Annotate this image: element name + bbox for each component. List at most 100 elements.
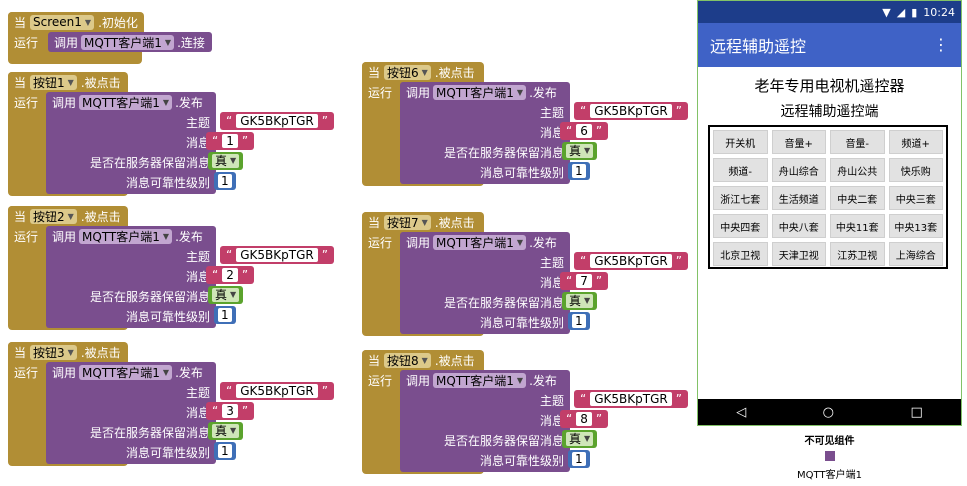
retain-dropdown[interactable]: 真▼: [566, 294, 594, 308]
topic-value[interactable]: GK5BKpTGR: [590, 254, 672, 268]
retain-dropdown[interactable]: 真▼: [566, 144, 594, 158]
remote-button[interactable]: 中央11套: [830, 214, 885, 238]
button-dropdown[interactable]: 按钮6▼: [384, 64, 431, 80]
mqtt-dropdown[interactable]: MQTT客户端1▼: [79, 229, 173, 244]
button-dropdown[interactable]: 按钮2▼: [30, 208, 77, 224]
remote-button[interactable]: 中央八套: [771, 214, 826, 238]
mqtt-dropdown[interactable]: MQTT客户端1▼: [433, 85, 527, 100]
remote-button[interactable]: 天津卫视: [771, 242, 826, 266]
remote-button[interactable]: 开关机: [713, 130, 768, 154]
qos-number-block[interactable]: 1: [568, 450, 590, 468]
topic-value[interactable]: GK5BKpTGR: [590, 392, 672, 406]
qos-number-block[interactable]: 1: [214, 306, 236, 324]
message-value[interactable]: 2: [222, 268, 238, 282]
remote-button[interactable]: 江苏卫视: [830, 242, 885, 266]
message-value[interactable]: 3: [222, 404, 238, 418]
retain-bool-block[interactable]: 真▼: [208, 422, 244, 440]
remote-button[interactable]: 中央13套: [888, 214, 943, 238]
nonvisible-component-label[interactable]: MQTT客户端1: [797, 470, 862, 481]
remote-button[interactable]: 中央四套: [713, 214, 768, 238]
message-text-block[interactable]: “7”: [560, 272, 609, 290]
qos-value[interactable]: 1: [572, 164, 586, 178]
message-value[interactable]: 8: [576, 412, 592, 426]
back-icon[interactable]: ◁: [736, 404, 747, 420]
mqtt-dropdown[interactable]: MQTT客户端1▼: [433, 235, 527, 250]
remote-button[interactable]: 舟山公共: [830, 158, 885, 182]
topic-text-block[interactable]: “GK5BKpTGR”: [220, 246, 334, 264]
topic-text-block[interactable]: “GK5BKpTGR”: [574, 252, 688, 270]
recent-apps-icon[interactable]: □: [910, 404, 923, 420]
overflow-menu-icon[interactable]: ⋮: [933, 35, 949, 54]
message-text-block[interactable]: “6”: [560, 122, 609, 140]
retain-bool-block[interactable]: 真▼: [208, 152, 244, 170]
qos-value[interactable]: 1: [572, 314, 586, 328]
remote-button[interactable]: 生活频道: [771, 186, 826, 210]
retain-dropdown[interactable]: 真▼: [212, 154, 240, 168]
retain-dropdown[interactable]: 真▼: [566, 432, 594, 446]
retain-bool-block[interactable]: 真▼: [562, 430, 598, 448]
topic-text-block[interactable]: “GK5BKpTGR”: [574, 390, 688, 408]
remote-button[interactable]: 音量-: [830, 130, 885, 154]
mqtt-dropdown[interactable]: MQTT客户端1▼: [81, 35, 175, 50]
retain-dropdown[interactable]: 真▼: [212, 288, 240, 302]
remote-button[interactable]: 舟山综合: [771, 158, 826, 182]
blocks-workspace[interactable]: 当 Screen1▼ .初始化 运行 调用 MQTT客户端1▼ .连接 当 按钮…: [0, 0, 695, 486]
call-label: 调用: [406, 236, 431, 250]
message-value[interactable]: 1: [222, 134, 238, 148]
when-label: 当: [368, 215, 381, 230]
connect-call-block[interactable]: 调用 MQTT客户端1▼ .连接: [48, 32, 212, 52]
message-text-block[interactable]: “8”: [560, 410, 609, 428]
screen-dropdown[interactable]: Screen1▼: [30, 14, 95, 30]
qos-number-block[interactable]: 1: [214, 442, 236, 460]
click-event-header: 当 按钮6▼ .被点击: [362, 62, 481, 82]
button-dropdown[interactable]: 按钮3▼: [30, 344, 77, 360]
topic-value[interactable]: GK5BKpTGR: [236, 114, 318, 128]
button-dropdown[interactable]: 按钮7▼: [384, 214, 431, 230]
topic-value[interactable]: GK5BKpTGR: [236, 248, 318, 262]
message-text-block[interactable]: “3”: [206, 402, 255, 420]
qos-number-block[interactable]: 1: [568, 162, 590, 180]
retain-dropdown[interactable]: 真▼: [212, 424, 240, 438]
topic-text-block[interactable]: “GK5BKpTGR”: [220, 112, 334, 130]
topic-value[interactable]: GK5BKpTGR: [590, 104, 672, 118]
remote-button[interactable]: 快乐购: [888, 158, 943, 182]
publish-call-block[interactable]: 调用 MQTT客户端1▼ .发布 主题 消息 是否在服务器保留消息 消息可靠性级…: [400, 232, 570, 334]
retain-bool-block[interactable]: 真▼: [562, 142, 598, 160]
qos-value[interactable]: 1: [572, 452, 586, 466]
publish-call-block[interactable]: 调用 MQTT客户端1▼ .发布 主题 消息 是否在服务器保留消息 消息可靠性级…: [400, 370, 570, 472]
mqtt-dropdown[interactable]: MQTT客户端1▼: [79, 95, 173, 110]
remote-button[interactable]: 北京卫视: [713, 242, 768, 266]
publish-call-block[interactable]: 调用 MQTT客户端1▼ .发布 主题 消息 是否在服务器保留消息 消息可靠性级…: [46, 226, 216, 328]
remote-button[interactable]: 频道+: [888, 130, 943, 154]
publish-call-block[interactable]: 调用 MQTT客户端1▼ .发布 主题 消息 是否在服务器保留消息 消息可靠性级…: [46, 92, 216, 194]
button-dropdown[interactable]: 按钮1▼: [30, 74, 77, 90]
mqtt-dropdown[interactable]: MQTT客户端1▼: [79, 365, 173, 380]
remote-button[interactable]: 音量+: [771, 130, 826, 154]
signal-icon: ◢: [896, 5, 906, 19]
remote-button[interactable]: 频道-: [713, 158, 768, 182]
qos-value[interactable]: 1: [218, 444, 232, 458]
publish-call-block[interactable]: 调用 MQTT客户端1▼ .发布 主题 消息 是否在服务器保留消息 消息可靠性级…: [46, 362, 216, 464]
qos-number-block[interactable]: 1: [568, 312, 590, 330]
qos-number-block[interactable]: 1: [214, 172, 236, 190]
button-dropdown[interactable]: 按钮8▼: [384, 352, 431, 368]
topic-text-block[interactable]: “GK5BKpTGR”: [220, 382, 334, 400]
remote-button[interactable]: 中央二套: [830, 186, 885, 210]
retain-bool-block[interactable]: 真▼: [208, 286, 244, 304]
topic-value[interactable]: GK5BKpTGR: [236, 384, 318, 398]
home-icon[interactable]: ○: [822, 404, 835, 420]
retain-bool-block[interactable]: 真▼: [562, 292, 598, 310]
mqtt-component-icon[interactable]: [824, 451, 835, 461]
message-value[interactable]: 6: [576, 124, 592, 138]
remote-button[interactable]: 中央三套: [888, 186, 943, 210]
remote-button[interactable]: 上海综合: [888, 242, 943, 266]
qos-value[interactable]: 1: [218, 308, 232, 322]
publish-call-block[interactable]: 调用 MQTT客户端1▼ .发布 主题 消息 是否在服务器保留消息 消息可靠性级…: [400, 82, 570, 184]
mqtt-dropdown[interactable]: MQTT客户端1▼: [433, 373, 527, 388]
message-text-block[interactable]: “2”: [206, 266, 255, 284]
message-value[interactable]: 7: [576, 274, 592, 288]
message-text-block[interactable]: “1”: [206, 132, 255, 150]
remote-button[interactable]: 浙江七套: [713, 186, 768, 210]
topic-text-block[interactable]: “GK5BKpTGR”: [574, 102, 688, 120]
qos-value[interactable]: 1: [218, 174, 232, 188]
